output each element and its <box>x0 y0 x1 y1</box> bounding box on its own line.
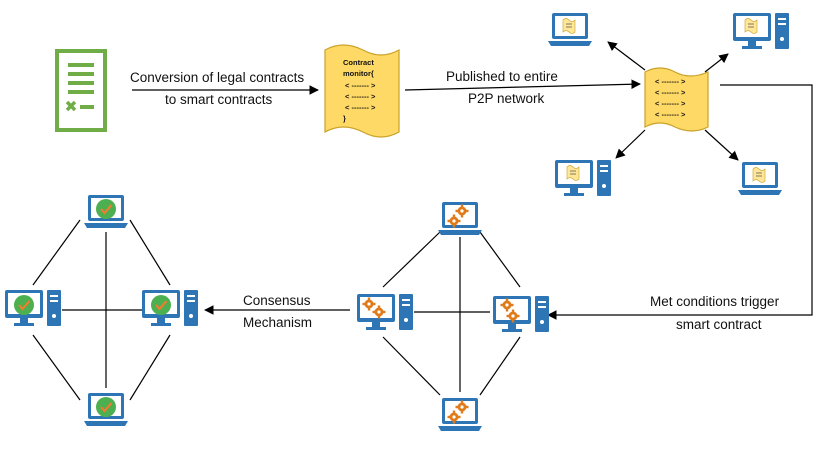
legal-document-icon <box>55 49 107 132</box>
laptop-icon <box>738 162 782 195</box>
desktop-computer-icon <box>493 296 549 332</box>
trigger-label-line2: smart contract <box>676 317 762 332</box>
arrow-trigger-path <box>547 84 813 320</box>
network-scroll-icon: < ------- > < ------- > < ------- > < --… <box>644 67 709 132</box>
contract-scroll-line2: monitor{ <box>343 69 374 78</box>
consensus-label-line2: Mechanism <box>243 315 312 330</box>
laptop-icon <box>438 398 482 431</box>
network-scroll-code-4: < ------- > <box>655 110 686 119</box>
arrow-to-top-left <box>607 41 646 71</box>
contract-scroll-code-1: < ------- > <box>345 81 376 90</box>
desktop-computer-icon <box>5 290 61 326</box>
contract-scroll-code-2: < ------- > <box>345 92 376 101</box>
network-scroll-code-3: < ------- > <box>655 99 686 108</box>
laptop-icon <box>84 195 128 228</box>
contract-scroll-closing: } <box>343 114 346 123</box>
verified-network <box>5 195 198 426</box>
published-label-line2: P2P network <box>468 91 545 106</box>
laptop-icon <box>438 202 482 235</box>
network-scroll-code-1: < ------- > <box>655 77 686 86</box>
laptop-icon <box>84 393 128 426</box>
arrow-to-bottom-right <box>704 129 739 161</box>
desktop-computer-icon <box>142 290 198 326</box>
conversion-label-line2: to smart contracts <box>165 92 273 107</box>
consensus-label-line1: Consensus <box>243 293 311 308</box>
conversion-label-line1: Conversion of legal contracts <box>130 70 304 85</box>
arrow-to-bottom-left <box>615 129 646 159</box>
processing-network <box>357 202 549 431</box>
laptop-icon <box>548 13 592 46</box>
network-scroll-code-2: < ------- > <box>655 88 686 97</box>
desktop-computer-icon <box>357 294 413 330</box>
arrow-published <box>404 79 641 91</box>
arrow-to-top-right <box>704 53 729 73</box>
desktop-computer-icon <box>733 13 789 49</box>
contract-scroll-code-3: < ------- > <box>345 103 376 112</box>
desktop-computer-icon <box>555 160 611 196</box>
contract-scroll-line1: Contract <box>343 58 374 67</box>
contract-scroll-icon: Contract monitor{ < ------- > < ------- … <box>324 44 400 138</box>
trigger-label-line1: Met conditions trigger <box>650 294 780 309</box>
published-label-line1: Published to entire <box>446 69 558 84</box>
